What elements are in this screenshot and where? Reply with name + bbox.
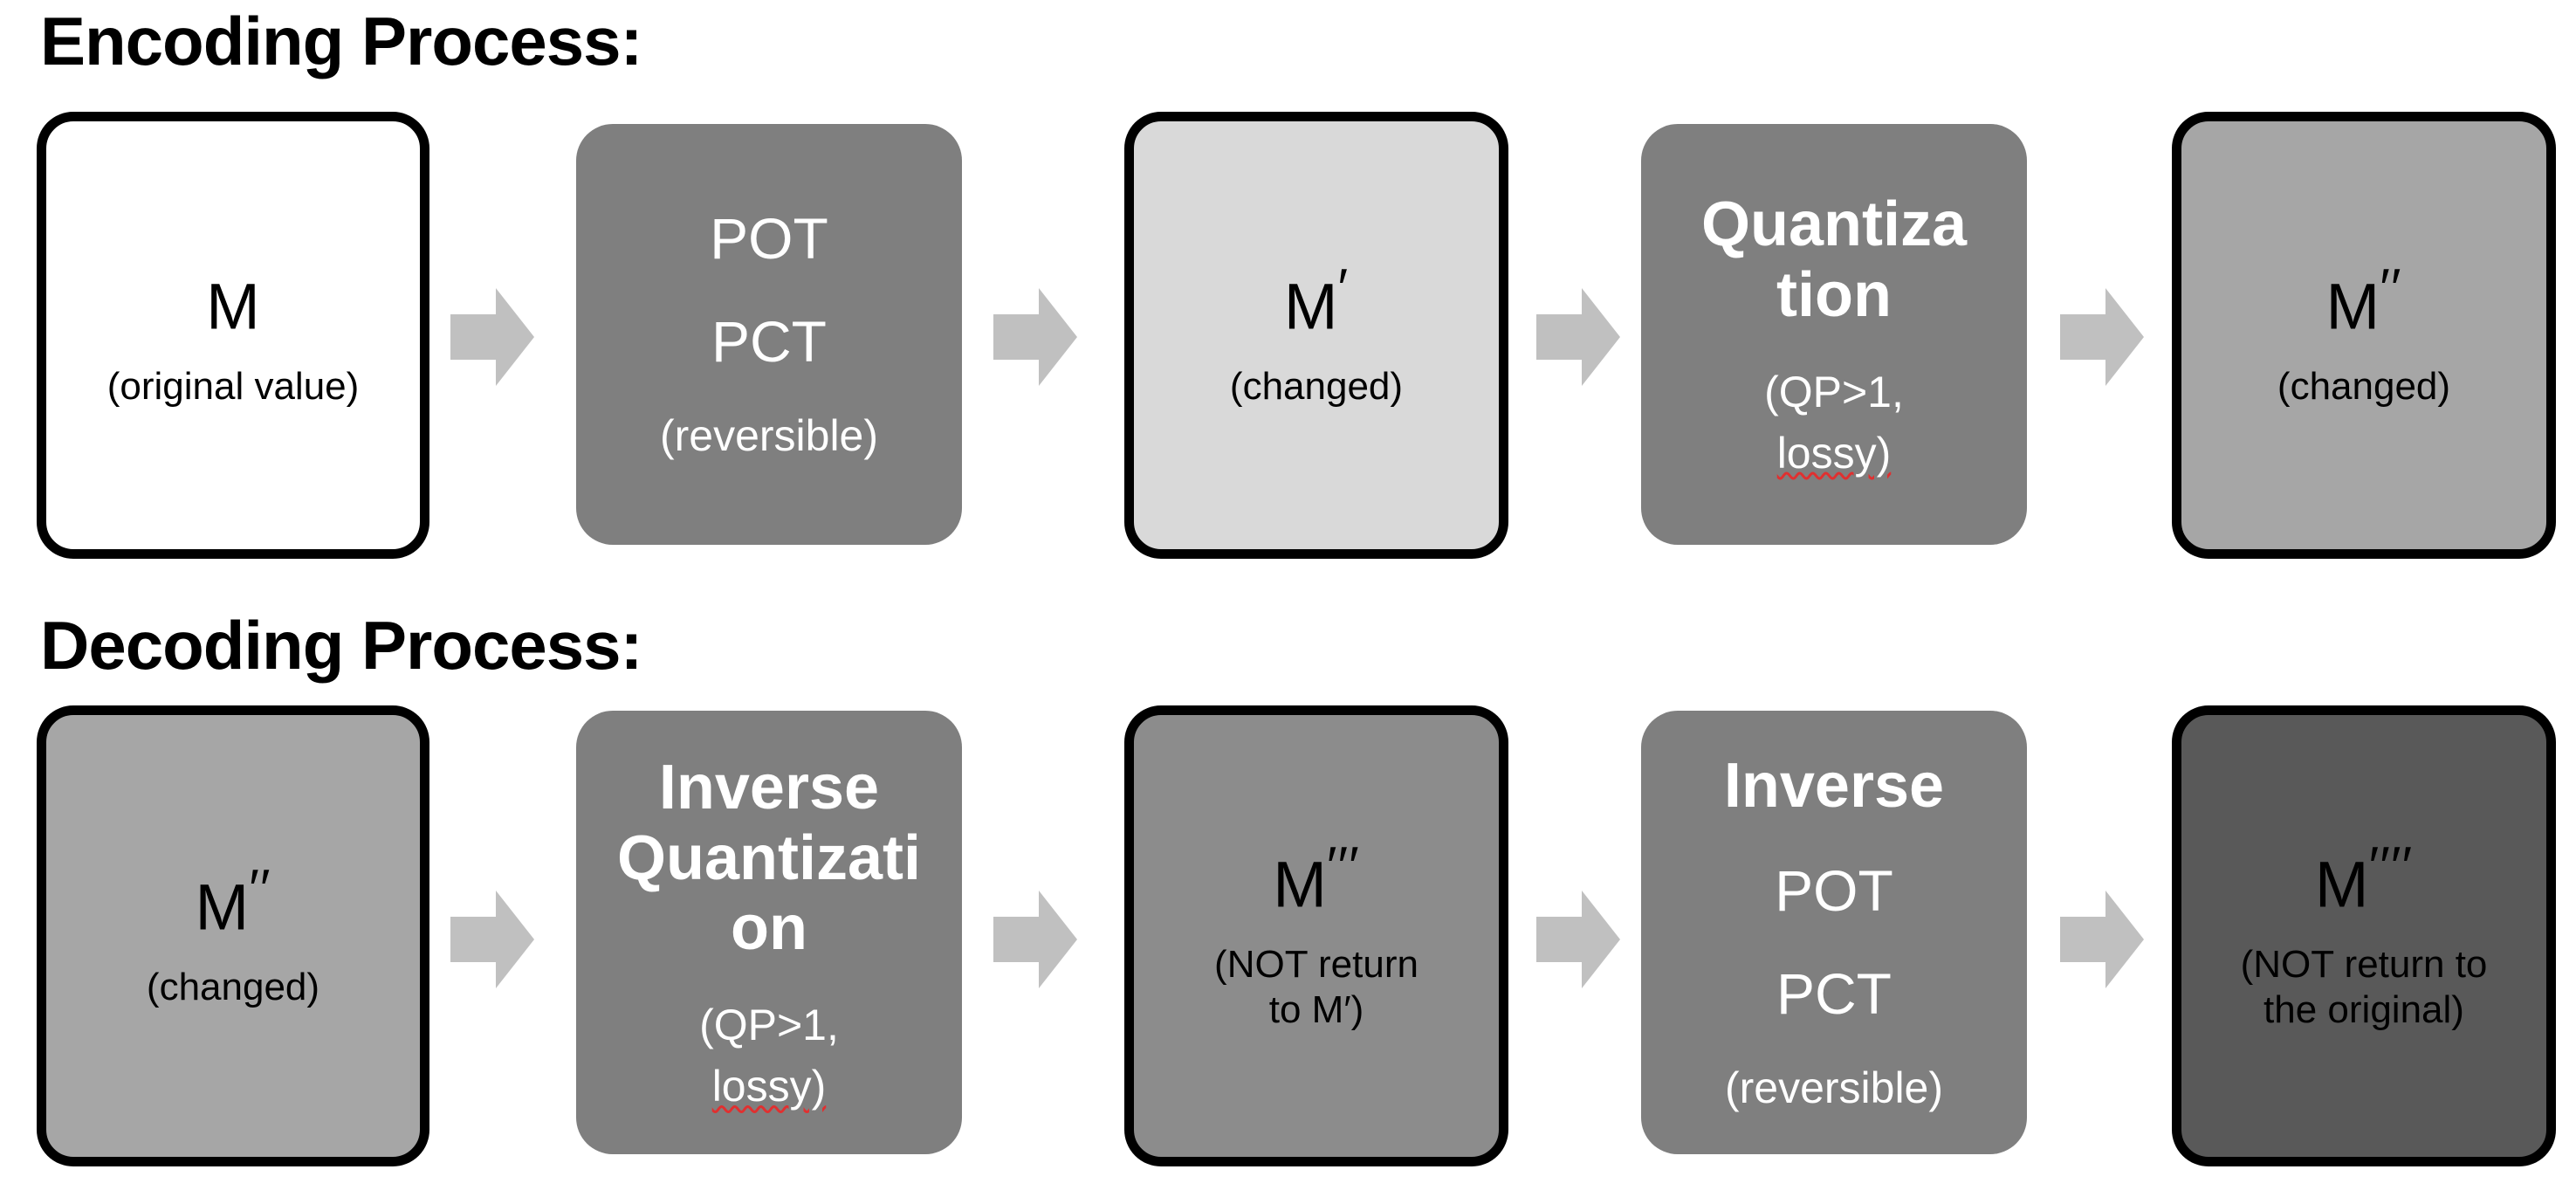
decoding-box-m-quadruple-prime-symbol: M′′′′ — [2315, 839, 2413, 918]
symbol-text: M — [206, 270, 260, 343]
prime-marks: ′ — [1337, 258, 1350, 319]
encoding-box-m-prime[interactable]: M′ (changed) — [1124, 112, 1508, 559]
decoding-box-inverse-quantization[interactable]: Inverse Quantizati on (QP>1, lossy) — [576, 711, 962, 1154]
quantization-label-line2: tion — [1776, 260, 1892, 330]
decoding-box-m-triple-prime[interactable]: M′′′ (NOT return to M′) — [1124, 705, 1508, 1166]
encoding-box-m-double-prime-note: (changed) — [2277, 365, 2451, 409]
prime-marks: ′′′ — [1326, 836, 1360, 898]
encoding-box-m-prime-symbol: M′ — [1284, 261, 1349, 340]
arrow-right-icon — [2060, 891, 2144, 988]
encoding-box-m-double-prime[interactable]: M′′ (changed) — [2172, 112, 2556, 559]
symbol-text: M — [1283, 270, 1338, 343]
inverse-pot-pct-note: (reversible) — [1724, 1063, 1944, 1113]
quantization-note-line1: (QP>1, — [1764, 367, 1904, 416]
encoding-pct-label: PCT — [711, 309, 827, 374]
encoding-box-m-prime-note: (changed) — [1229, 365, 1404, 409]
arrow-right-icon — [993, 891, 1077, 988]
inverse-quantization-note-line2: lossy) — [711, 1061, 827, 1111]
decoding-box-m-double-prime-note: (changed) — [146, 966, 320, 1009]
encoding-box-m-symbol: M — [206, 261, 260, 340]
inverse-pot-pct-label-line1: Inverse — [1723, 750, 1945, 821]
encoding-box-m-double-prime-symbol: M′′ — [2326, 261, 2402, 340]
encoding-box-m-note: (original value) — [106, 365, 360, 409]
encoding-box-pot-pct[interactable]: POT PCT (reversible) — [576, 124, 962, 545]
decoding-box-m-triple-prime-symbol: M′′′ — [1273, 839, 1360, 918]
decoding-box-m-quadruple-prime[interactable]: M′′′′ (NOT return to the original) — [2172, 705, 2556, 1166]
prime-marks: ′′ — [249, 858, 271, 919]
arrow-right-icon — [1536, 891, 1620, 988]
decoding-process-title: Decoding Process: — [40, 607, 643, 684]
arrow-right-icon — [2060, 288, 2144, 386]
decoding-row: M′′ (changed) Inverse Quantizati on (QP>… — [0, 705, 2576, 1177]
prime-marks: ′′ — [2380, 258, 2402, 319]
arrow-right-icon — [450, 288, 534, 386]
encoding-pot-pct-note: (reversible) — [659, 410, 879, 460]
quantization-note-line2: lossy) — [1776, 428, 1892, 478]
inverse-quantization-label-line3: on — [731, 893, 807, 964]
quantization-label-line1: Quantiza — [1700, 189, 1968, 260]
encoding-process-title: Encoding Process: — [40, 3, 642, 79]
encoding-row: M (original value) POT PCT (reversible) … — [0, 112, 2576, 566]
decoding-box-m-double-prime-symbol: M′′ — [196, 862, 271, 940]
decoding-box-m-triple-prime-note: (NOT return to M′) — [1214, 943, 1419, 1032]
symbol-text: M — [195, 870, 250, 944]
decoding-box-m-double-prime[interactable]: M′′ (changed) — [37, 705, 429, 1166]
decoding-box-inverse-pot-pct[interactable]: Inverse POT PCT (reversible) — [1641, 711, 2027, 1154]
arrow-right-icon — [450, 891, 534, 988]
inverse-quantization-label-line1: Inverse — [658, 753, 880, 823]
symbol-text: M — [1273, 848, 1327, 921]
inverse-pot-pct-label-line3: PCT — [1776, 961, 1892, 1027]
arrow-right-icon — [1536, 288, 1620, 386]
symbol-text: M — [2314, 848, 2369, 921]
encoding-pot-label: POT — [710, 206, 828, 272]
encoding-box-quantization[interactable]: Quantiza tion (QP>1, lossy) — [1641, 124, 2027, 545]
inverse-quantization-note-line1: (QP>1, — [699, 1000, 839, 1049]
decoding-box-m-quadruple-prime-note: (NOT return to the original) — [2240, 943, 2488, 1032]
inverse-pot-pct-label-line2: POT — [1775, 858, 1893, 924]
symbol-text: M — [2325, 270, 2380, 343]
encoding-box-m[interactable]: M (original value) — [37, 112, 429, 559]
inverse-quantization-label-line2: Quantizati — [616, 822, 921, 893]
prime-marks: ′′′′ — [2368, 836, 2414, 898]
arrow-right-icon — [993, 288, 1077, 386]
